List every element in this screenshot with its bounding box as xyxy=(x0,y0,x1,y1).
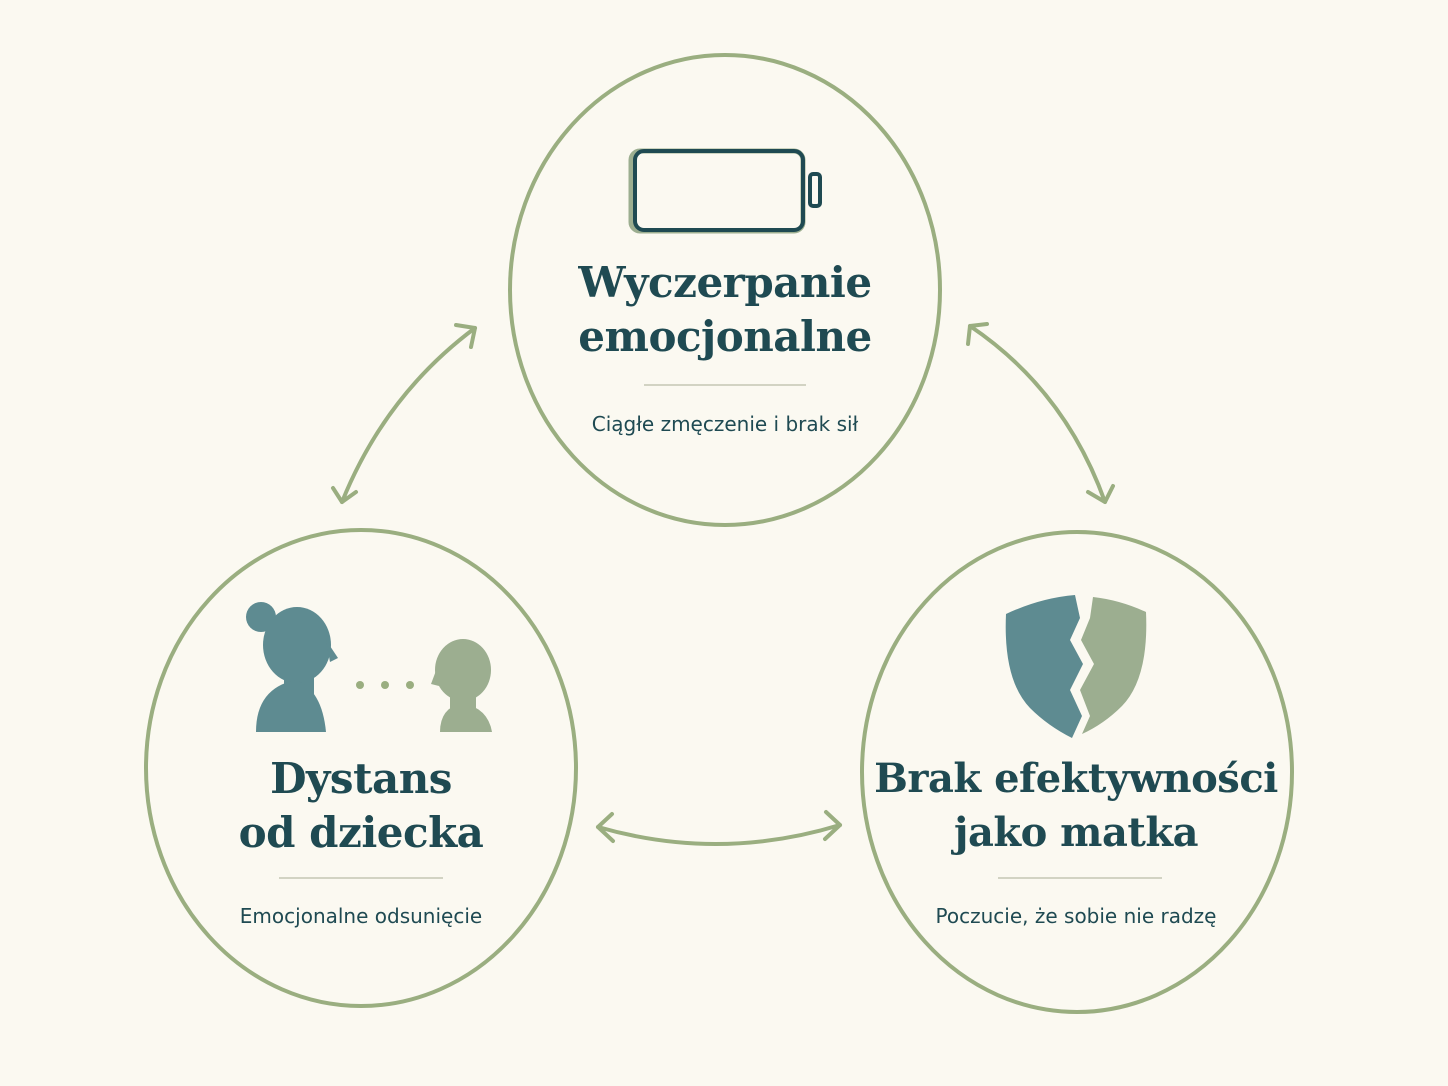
node-title-left-line2: od dziecka xyxy=(238,808,484,857)
node-divider-left xyxy=(279,877,443,879)
node-subtitle-right: Poczucie, że sobie nie radzę xyxy=(935,904,1217,928)
node-circle-right xyxy=(860,530,1294,1014)
arrow-top-right xyxy=(966,322,1115,504)
node-title-left-line1: Dystans xyxy=(270,754,452,803)
node-title-right-line1: Brak efektywności xyxy=(874,755,1278,802)
arrow-top-left xyxy=(331,323,477,504)
node-title-right: Brak efektywności jako matka xyxy=(866,752,1286,860)
node-divider-top xyxy=(644,384,806,386)
distance-dots xyxy=(356,681,414,689)
node-title-left: Dystans od dziecka xyxy=(151,752,571,860)
child-silhouette xyxy=(431,639,492,732)
node-title-right-line2: jako matka xyxy=(953,809,1199,856)
node-title-top: Wyczerpanie emocjonalne xyxy=(515,256,935,364)
arrow-left-right xyxy=(596,810,842,846)
node-title-top-line2: emocjonalne xyxy=(578,312,872,361)
node-divider-right xyxy=(998,877,1162,879)
node-subtitle-left: Emocjonalne odsunięcie xyxy=(239,904,483,928)
node-subtitle-top: Ciągłe zmęczenie i brak sił xyxy=(591,412,859,436)
broken-shield-icon xyxy=(1005,595,1147,738)
mother-child-distance-icon xyxy=(246,602,492,732)
mother-silhouette xyxy=(246,602,338,732)
node-title-top-line1: Wyczerpanie xyxy=(578,258,872,307)
shield-right-half xyxy=(1080,597,1147,734)
shield-left-half xyxy=(1005,595,1083,738)
node-circle-top xyxy=(508,53,942,527)
battery-empty-icon xyxy=(628,148,822,234)
